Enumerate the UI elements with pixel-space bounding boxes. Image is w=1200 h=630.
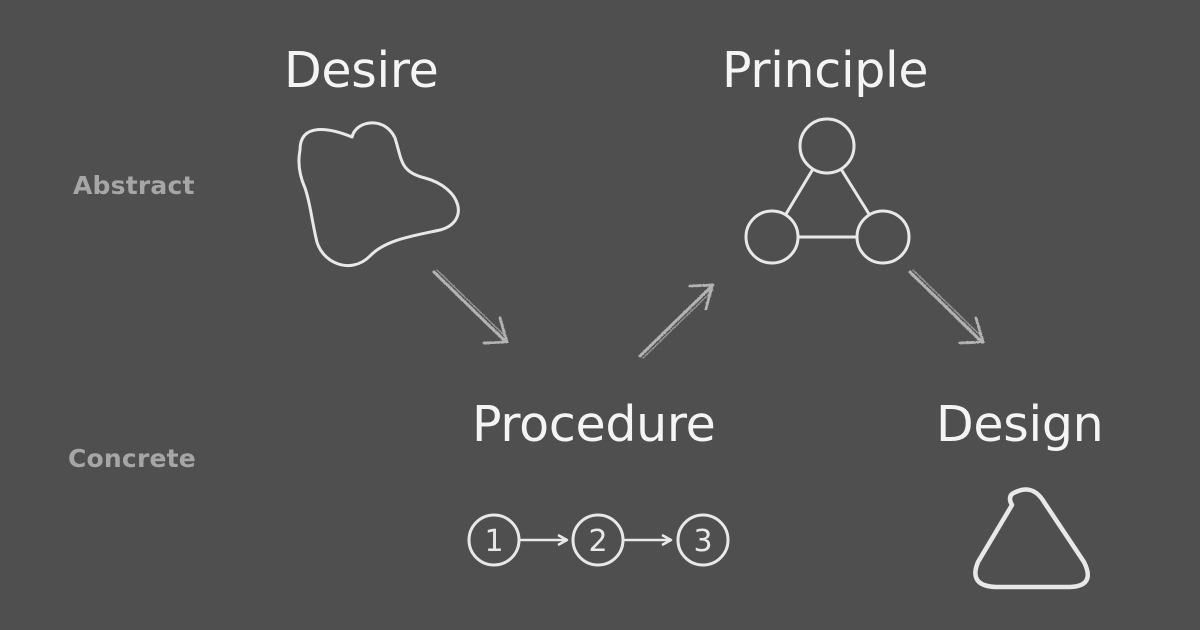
stage-title-desire: Desire (284, 42, 439, 99)
connected-nodes-triangle-icon (744, 117, 911, 265)
flow-arrow-procedure-to-principle (638, 283, 715, 359)
rounded-triangle-icon (973, 487, 1090, 590)
step-arrow-2 (623, 533, 673, 547)
flow-arrow-desire-to-procedure (432, 269, 509, 345)
step-number: 2 (588, 524, 607, 559)
level-label-abstract: Abstract (73, 171, 195, 200)
stage-title-procedure: Procedure (472, 396, 716, 453)
step-arrow-1 (519, 533, 569, 547)
step-number: 1 (484, 524, 503, 559)
blob-icon (297, 121, 460, 267)
step-number: 3 (693, 524, 712, 559)
level-label-concrete: Concrete (68, 444, 196, 473)
step-3: 3 (676, 513, 730, 567)
numbered-steps-icon: 1 2 3 (467, 513, 730, 567)
step-1: 1 (467, 513, 521, 567)
step-2: 2 (571, 513, 625, 567)
stage-title-principle: Principle (722, 42, 929, 99)
stage-title-design: Design (936, 396, 1104, 453)
flow-arrow-principle-to-design (908, 269, 985, 345)
